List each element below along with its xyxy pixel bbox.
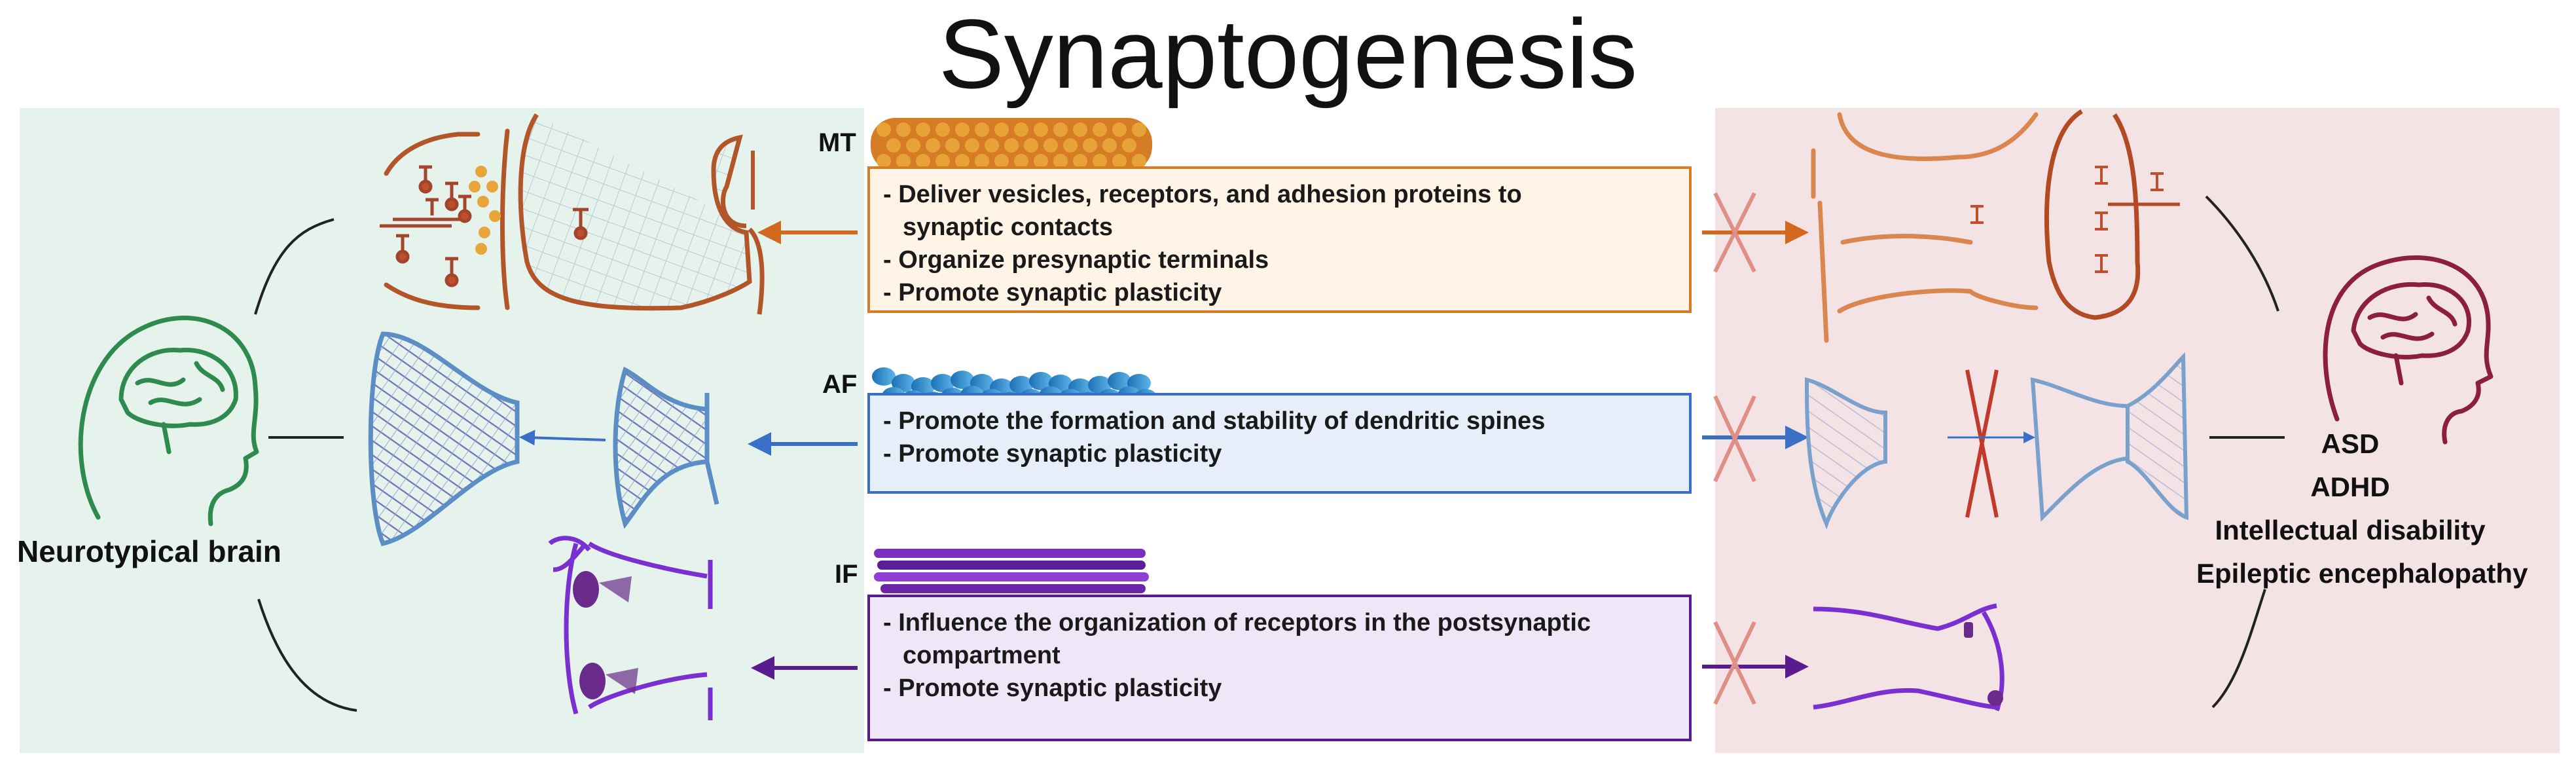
neurotypical-connectors xyxy=(254,218,357,712)
af-line-2: - Promote synaptic plasticity xyxy=(883,440,1222,468)
if-line-3: - Promote synaptic plasticity xyxy=(883,674,1222,702)
mt-healthy-presynapse xyxy=(384,128,510,310)
af-healthy-growth-arrow xyxy=(519,430,606,446)
if-healthy-receptors xyxy=(573,571,638,699)
mt-healthy-spine-receptor xyxy=(573,208,589,240)
disorder-connectors xyxy=(2205,195,2285,709)
mt-healthy-dendrite-edge xyxy=(748,227,765,315)
if-line-1: - Influence the organization of receptor… xyxy=(883,609,1591,636)
mt-disorder-receptors xyxy=(1970,166,2180,273)
if-disorder-receptors xyxy=(1964,622,2003,706)
microtubule-icon xyxy=(871,118,1152,172)
af-disorder-spines xyxy=(1804,352,2189,530)
af-healthy-small-spine xyxy=(613,367,710,529)
mt-line-4: - Promote synaptic plasticity xyxy=(883,279,1222,306)
af-function-text: - Promote the formation and stability of… xyxy=(869,396,1690,477)
disorder-intellectual-disability: Intellectual disability xyxy=(2215,515,2486,545)
if-function-box xyxy=(867,595,1692,741)
mt-abbr-label: MT xyxy=(818,128,856,157)
disorder-asd: ASD xyxy=(2321,428,2380,459)
disorder-head-icon xyxy=(2323,255,2494,445)
if-abbr-label: IF xyxy=(835,560,858,589)
diagram-title: Synaptogenesis xyxy=(938,0,1638,109)
mt-line-3: - Organize presynaptic terminals xyxy=(883,246,1269,274)
af-line-1: - Promote the formation and stability of… xyxy=(883,407,1546,435)
mt-healthy-spine xyxy=(518,113,752,311)
mt-disorder-presynapse xyxy=(1811,112,2039,343)
af-healthy-dendrite-edges xyxy=(704,393,719,505)
disorder-list: ASD ADHD Intellectual disability Epilept… xyxy=(2196,422,2528,595)
mt-function-text: - Deliver vesicles, receptors, and adhes… xyxy=(869,169,1690,316)
af-function-box xyxy=(867,393,1692,494)
af-abbr-label: AF xyxy=(822,370,858,399)
blocked-cross-icons xyxy=(1713,192,1999,705)
mt-healthy-receptors xyxy=(380,165,472,287)
if-line-2: compartment xyxy=(903,642,1061,669)
af-healthy-large-spine xyxy=(368,331,520,547)
mt-healthy-vesicles xyxy=(469,166,501,255)
mt-line-1: - Deliver vesicles, receptors, and adhes… xyxy=(883,181,1522,208)
neurotypical-head-icon xyxy=(78,316,259,526)
if-healthy-spine xyxy=(548,536,713,720)
mt-line-2: synaptic contacts xyxy=(903,213,1113,241)
disorder-adhd: ADHD xyxy=(2310,471,2390,502)
mt-function-box xyxy=(867,166,1692,313)
disorder-epileptic-encephalopathy: Epileptic encephalopathy xyxy=(2196,558,2528,589)
if-function-text: - Influence the organization of receptor… xyxy=(869,597,1690,711)
neurotypical-caption: Neurotypical brain xyxy=(17,534,281,568)
mt-disorder-spine xyxy=(2044,109,2141,320)
